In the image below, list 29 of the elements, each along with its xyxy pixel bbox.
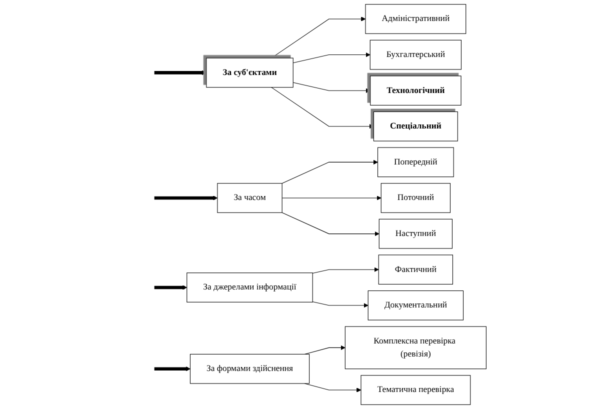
arrow	[282, 196, 382, 200]
arrow	[271, 87, 374, 129]
node-box: Спеціальний	[373, 111, 458, 142]
node-box: За джерелами інформації	[186, 272, 313, 302]
arrow	[271, 16, 366, 58]
node-box: Бухгалтерський	[370, 40, 462, 70]
arrow	[154, 70, 207, 76]
arrow	[312, 301, 368, 308]
node-box: Адміністративний	[365, 4, 466, 34]
arrow	[154, 285, 188, 290]
arrow	[282, 160, 378, 184]
arrow	[292, 82, 371, 93]
arrow	[292, 52, 370, 64]
node-box: Попередній	[378, 147, 454, 178]
node-box: За часом	[217, 183, 282, 213]
node-box: Фактичний	[378, 254, 453, 284]
arrow	[282, 212, 380, 236]
arrow	[154, 366, 190, 372]
node-box: Поточний	[380, 183, 451, 213]
node-box: Комплексна перевірка (ревізія)	[344, 326, 486, 370]
node-box: За формами здійснення	[190, 354, 310, 384]
node-box: Технологічний	[370, 76, 462, 106]
node-box: Тематична перевірка	[360, 375, 471, 405]
arrow	[154, 196, 218, 200]
node-box: За суб'єктами	[206, 58, 294, 88]
node-box: Наступний	[378, 218, 453, 249]
arrow	[304, 345, 346, 354]
node-box: Документальний	[368, 290, 464, 320]
arrow	[312, 267, 379, 274]
